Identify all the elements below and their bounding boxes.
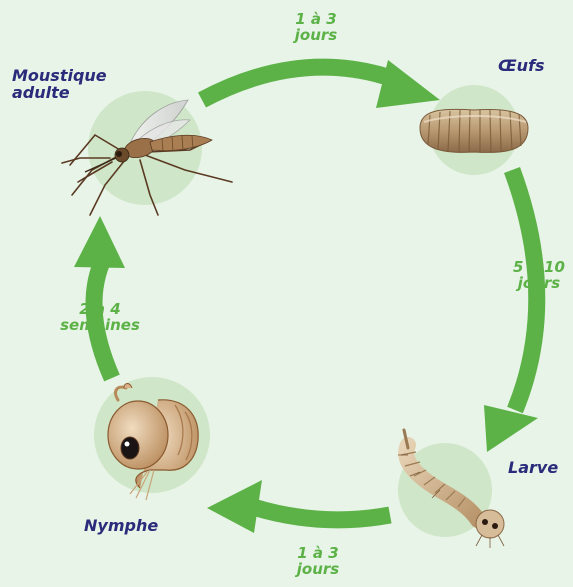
larva-stage-label: Larve xyxy=(508,460,558,477)
eggs-image xyxy=(420,109,528,152)
duration-adult-to-eggs: 1 à 3 jours xyxy=(276,12,356,44)
duration-pupa-to-adult: 2 à 4 semaines xyxy=(40,302,160,334)
arrow-adult-to-eggs xyxy=(202,60,440,108)
arrow-larva-to-pupa xyxy=(207,480,390,533)
duration-eggs-to-larva: 5 à 10 jours xyxy=(507,260,571,292)
duration-adult-to-eggs-line2: jours xyxy=(276,28,356,44)
arrow-eggs-to-larva xyxy=(484,170,538,452)
arrow-pupa-to-adult xyxy=(74,216,125,378)
duration-eggs-to-larva-line2: jours xyxy=(507,276,571,292)
adult-stage-label: Moustique adulte xyxy=(12,68,142,102)
duration-larva-to-pupa: 1 à 3 jours xyxy=(278,546,358,578)
duration-larva-to-pupa-line2: jours xyxy=(278,562,358,578)
duration-pupa-to-adult-line2: semaines xyxy=(40,318,160,334)
pupa-stage-label: Nymphe xyxy=(84,518,158,535)
eggs-stage-label: Œufs xyxy=(498,58,545,75)
